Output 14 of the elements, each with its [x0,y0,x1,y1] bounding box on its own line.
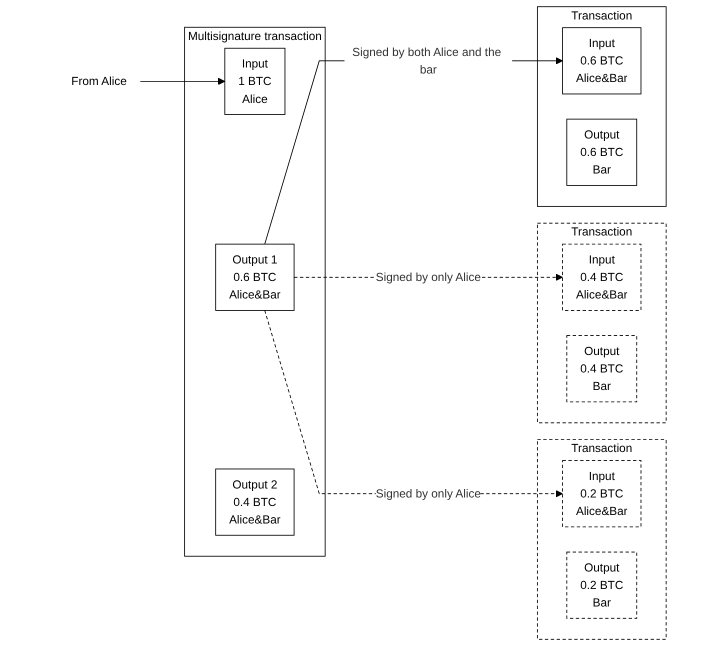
node-text: From Alice [71,74,127,88]
edge-label: Signed by only Alice [376,270,481,284]
node-box: Input 0.4 BTC Alice&Bar [562,244,642,311]
edge-label: Signed by both Alice and the bar [352,44,502,76]
arrow [140,78,226,86]
node-box: Input 0.2 BTC Alice&Bar [562,460,642,528]
node-box: Output 2 0.4 BTC Alice&Bar [215,468,295,536]
node-box: Output 0.4 BTC Bar [566,335,638,402]
node-box: Output 0.6 BTC Bar [566,118,638,186]
node-box: Output 0.2 BTC Bar [566,552,638,619]
node-box: Output 1 0.6 BTC Alice&Bar [215,244,295,311]
node-box: Input 1 BTC Alice [224,48,286,115]
edge-label: Signed by only Alice [376,486,481,500]
node-box: Input 0.6 BTC Alice&Bar [562,27,642,94]
